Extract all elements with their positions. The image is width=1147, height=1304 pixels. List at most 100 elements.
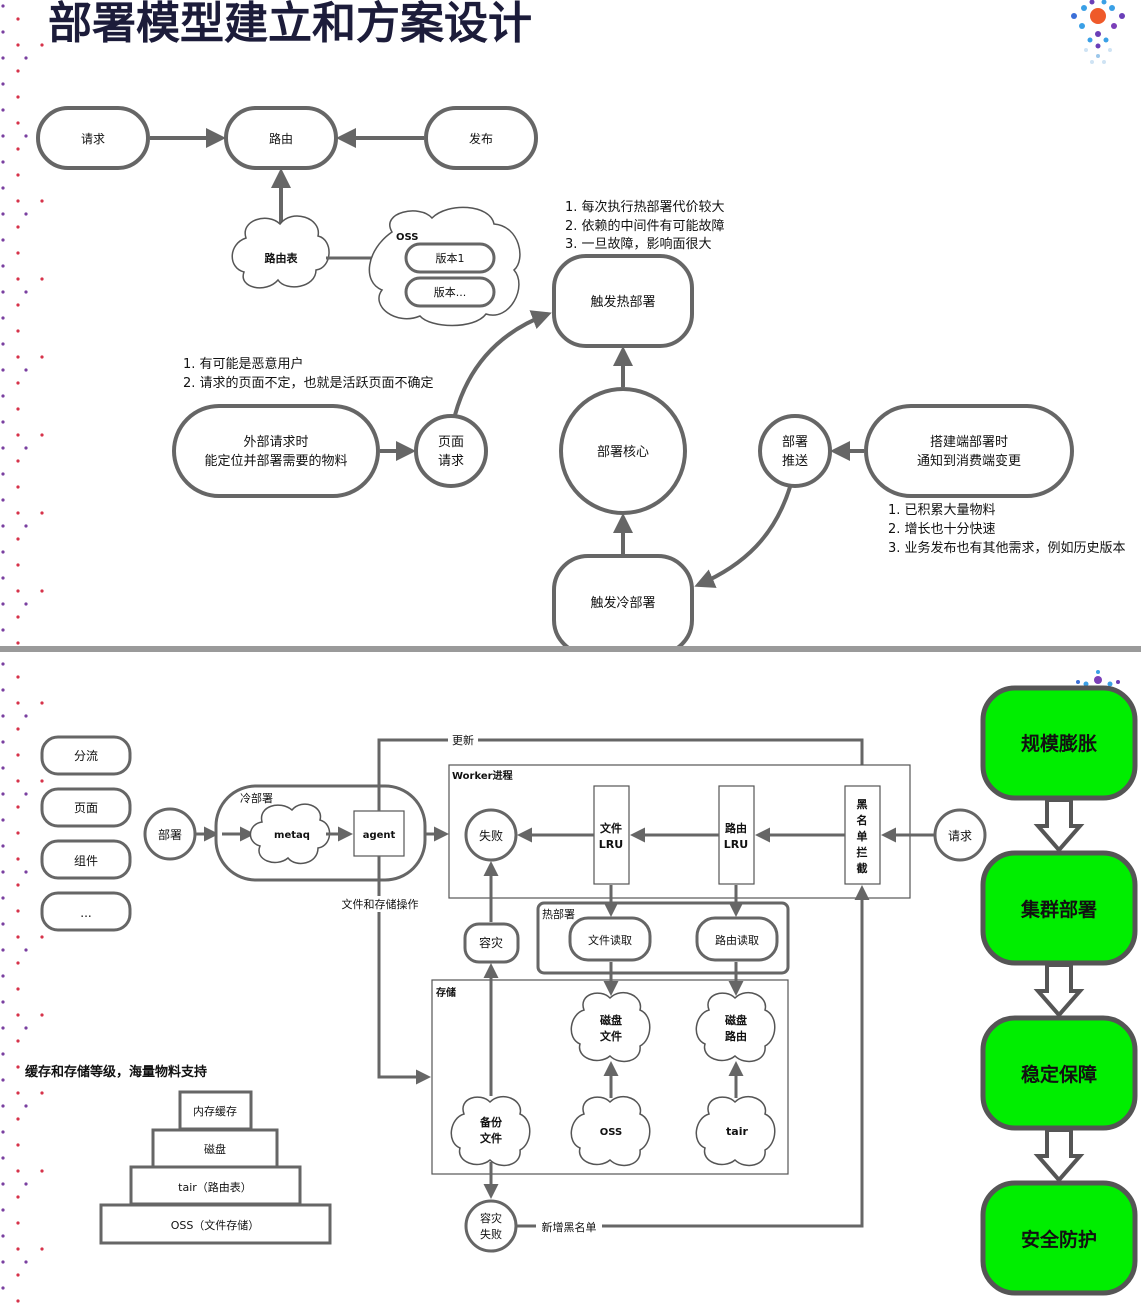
oss-cloud-label: OSS	[396, 232, 418, 243]
down-arrow-icon-2	[1033, 963, 1085, 1019]
hot-deploy-label: 触发热部署	[590, 294, 655, 310]
arrow-update-to-blacklist	[377, 738, 870, 811]
decorative-dot	[1, 870, 5, 874]
decorative-dot	[1, 368, 5, 372]
decorative-dot	[16, 95, 20, 99]
blacklist-char-1: 黑	[857, 798, 868, 811]
build-deploy-node	[864, 404, 1074, 498]
decorative-dot	[1, 662, 5, 666]
build-deploy-line1: 搭建端部署时	[930, 434, 1008, 450]
decorative-dot	[1, 30, 5, 34]
build-note-2: 2. 增长也十分快速	[888, 522, 996, 537]
hot-note-2: 2. 依赖的中间件有可能故障	[565, 218, 725, 234]
decorative-dot	[24, 290, 28, 294]
hot-note-3: 3. 一旦故障，影响面很大	[565, 236, 712, 252]
decorative-dot	[16, 727, 20, 731]
decorative-dot	[1, 628, 5, 632]
section-divider	[0, 646, 1141, 652]
decorative-dot	[1, 394, 5, 398]
decorative-dot	[1, 1052, 5, 1056]
decorative-dot	[16, 589, 20, 593]
decorative-dot	[24, 446, 28, 450]
page-request-line2: 请求	[438, 454, 464, 469]
decorative-dot	[16, 355, 20, 359]
decorative-dot	[40, 701, 44, 705]
version-more-label: 版本...	[434, 285, 467, 299]
decorative-dot	[1, 134, 5, 138]
source-split	[40, 735, 132, 776]
cold-deploy-container-label: 冷部署	[240, 791, 273, 805]
build-note-1: 1. 已积累大量物料	[888, 503, 996, 518]
source-more	[40, 891, 132, 932]
disk-route-cloud	[695, 992, 776, 1063]
decorative-dot	[24, 212, 28, 216]
decorative-dot	[1, 740, 5, 744]
decorative-dot	[24, 1182, 28, 1186]
pyramid-disk-label: 磁盘	[204, 1142, 226, 1156]
brand-logo-icon	[1071, 0, 1125, 64]
decorative-dot	[1, 420, 5, 424]
decorative-dot	[40, 511, 44, 515]
decorative-dot	[16, 537, 20, 541]
decorative-dot	[16, 779, 20, 783]
decorative-dot-border	[1, 4, 44, 645]
decorative-dot	[40, 1247, 44, 1251]
decorative-dot	[16, 43, 20, 47]
decorative-dot	[16, 1065, 20, 1069]
build-note-3: 3. 业务发布也有其他需求，例如历史版本	[888, 540, 1126, 556]
file-read-node	[568, 916, 652, 962]
pyramid-memory-label: 内存缓存	[193, 1104, 237, 1118]
decorative-dot	[40, 433, 44, 437]
decorative-dot	[16, 303, 20, 307]
pyramid-oss-label: OSS（文件存储）	[171, 1218, 260, 1232]
decorative-dot	[16, 121, 20, 125]
route-lru-line1: 路由	[725, 821, 747, 835]
oss-storage-cloud	[570, 1096, 651, 1167]
pillar-security	[980, 1180, 1138, 1296]
decorative-dot	[16, 199, 20, 203]
deploy-push-node	[758, 414, 832, 488]
decorative-dot	[40, 1169, 44, 1173]
decorative-dot	[24, 948, 28, 952]
decorative-dot	[1, 290, 5, 294]
decorative-dot	[1, 264, 5, 268]
decorative-dot	[1, 602, 5, 606]
disk-route-line2: 路由	[725, 1029, 747, 1043]
deploy-push-line1: 部署	[782, 435, 808, 450]
decorative-dot	[1, 56, 5, 60]
deploy-push-line2: 推送	[782, 454, 808, 469]
route-table-label: 路由表	[265, 251, 299, 265]
decorative-dot	[16, 459, 20, 463]
decorative-dot	[1, 576, 5, 580]
decorative-dot	[16, 675, 20, 679]
decorative-dot	[16, 563, 20, 567]
blacklist-char-4: 拦	[857, 845, 868, 859]
decorative-dot	[16, 511, 20, 515]
decorative-dot	[16, 1013, 20, 1017]
decorative-dot	[16, 173, 20, 177]
metaq-label: metaq	[274, 830, 310, 841]
decorative-dot	[16, 1247, 20, 1251]
disk-file-line1: 磁盘	[600, 1013, 622, 1027]
decorative-dot	[24, 1104, 28, 1108]
decorative-dot	[40, 1013, 44, 1017]
pillar-security-label: 安全防护	[1021, 1228, 1097, 1251]
cold-deploy-label: 触发冷部署	[590, 595, 655, 611]
decorative-dot	[16, 433, 20, 437]
decorative-dot	[40, 779, 44, 783]
fail-label: 失败	[479, 828, 503, 843]
source-component	[40, 839, 132, 880]
decorative-dot	[1, 1234, 5, 1238]
decorative-dot	[16, 1299, 20, 1303]
decorative-dot	[16, 961, 20, 965]
version-more-box	[404, 276, 496, 308]
version-1-label: 版本1	[436, 251, 465, 265]
decorative-dot	[1, 108, 5, 112]
decorative-dot	[16, 1143, 20, 1147]
route-read-node	[695, 916, 779, 962]
decorative-dot	[1, 342, 5, 346]
new-blacklist-label: 新增黑名单	[542, 1220, 597, 1234]
external-request-line1: 外部请求时	[243, 435, 308, 450]
blacklist-char-5: 截	[857, 861, 868, 875]
decorative-dot	[1, 550, 5, 554]
